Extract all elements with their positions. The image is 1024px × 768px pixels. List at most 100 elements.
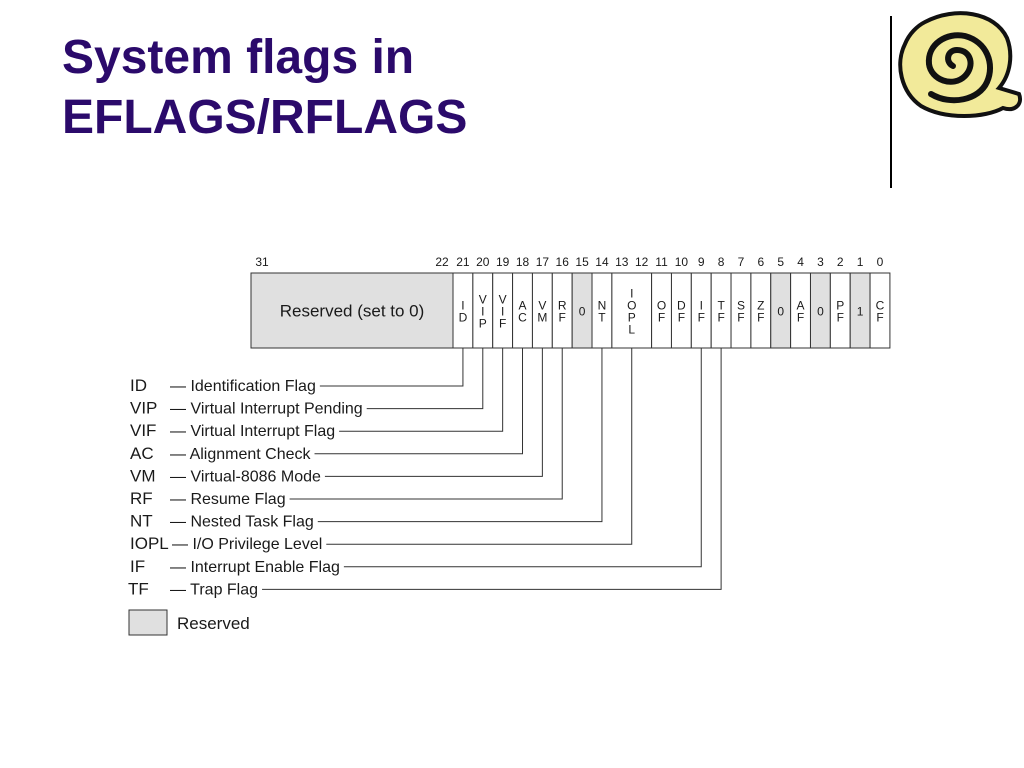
legend-desc-if: — Interrupt Enable Flag [170, 559, 340, 576]
connector-if [343, 348, 702, 568]
bit-number-14: 14 [595, 255, 609, 269]
bit-number-22: 22 [435, 255, 449, 269]
flag-cell-label-bit-21: I [461, 299, 464, 313]
bit-number-10: 10 [675, 255, 689, 269]
bit-number-31: 31 [255, 255, 269, 269]
flag-cell-label-bit-7: S [737, 299, 745, 313]
legend-abbr-vip: VIP [130, 399, 157, 418]
flag-cell-label-bit-2: F [837, 311, 844, 325]
flag-cell-label-bit-19: V [499, 293, 507, 307]
bit-number-8: 8 [718, 255, 725, 269]
slide-title: System flags in EFLAGS/RFLAGS [62, 28, 467, 148]
bit-number-3: 3 [817, 255, 824, 269]
connector-ac [314, 348, 524, 455]
flag-cell-label-bit-13: O [627, 299, 636, 313]
flag-cell-label-bit-10: D [677, 299, 686, 313]
flag-cell-label-bit-11: F [658, 311, 665, 325]
flag-cell-label-bit-6: F [757, 311, 764, 325]
flag-cell-label-bit-8: F [717, 311, 724, 325]
legend-abbr-rf: RF [130, 489, 153, 508]
legend-abbr-vm: VM [130, 466, 156, 485]
flag-cell-label-bit-3: 0 [817, 305, 824, 319]
flag-cell-label-bit-1: 1 [857, 305, 864, 319]
flag-cell-label-bit-16: F [559, 311, 566, 325]
bit-number-17: 17 [536, 255, 550, 269]
flag-cell-label-bit-15: 0 [579, 305, 586, 319]
reserved-swatch [128, 609, 168, 636]
flag-cell-label-bit-8: T [717, 299, 725, 313]
connector-tf [262, 348, 722, 590]
legend-abbr-iopl: IOPL [130, 534, 169, 553]
legend-abbr-tf: TF [128, 579, 149, 598]
flag-cell-label-bit-13: L [628, 323, 635, 337]
bit-number-19: 19 [496, 255, 510, 269]
reserved-key: Reserved [128, 609, 250, 636]
flag-cell-label-bit-9: F [698, 311, 705, 325]
flag-cell-bit-0 [869, 272, 891, 349]
flag-cell-label-bit-20: P [479, 317, 487, 331]
flag-cell-label-bit-17: V [538, 299, 546, 313]
legend-desc-tf: — Trap Flag [170, 581, 258, 598]
bit-number-6: 6 [757, 255, 764, 269]
bit-number-9: 9 [698, 255, 705, 269]
legend-desc-ac: — Alignment Check [170, 446, 312, 463]
flag-cell-label-bit-2: P [836, 299, 844, 313]
flag-cell-label-bit-11: O [657, 299, 666, 313]
connector-vm [324, 348, 543, 477]
flag-cell-label-bit-19: I [501, 305, 504, 319]
flag-cell-label-bit-0: F [876, 311, 883, 325]
bit-number-1: 1 [857, 255, 864, 269]
connector-nt [317, 348, 603, 523]
flag-cell-label-bit-17: M [537, 311, 547, 325]
flag-cell-label-bit-14: T [598, 311, 606, 325]
flag-cell-label-bit-18: A [519, 299, 527, 313]
bit-number-0: 0 [877, 255, 884, 269]
connector-vip [366, 348, 484, 410]
reserved-block-label: Reserved (set to 0) [280, 302, 425, 321]
flag-cell-label-bit-4: A [797, 299, 805, 313]
bit-number-11: 11 [655, 255, 668, 269]
flag-cell-label-bit-19: F [499, 317, 506, 331]
scroll-icon [898, 11, 1022, 118]
connector-id [319, 348, 464, 387]
flag-cell-label-bit-9: I [700, 299, 703, 313]
connector-vif [339, 348, 504, 432]
flag-cell-label-bit-10: F [678, 311, 685, 325]
flag-cell-label-bit-18: C [518, 311, 527, 325]
bit-number-16: 16 [556, 255, 570, 269]
flag-cell-label-bit-4: F [797, 311, 804, 325]
flag-cell-label-bit-6: Z [757, 299, 764, 313]
flag-cell-label-bit-7: F [737, 311, 744, 325]
flag-cell-label-bit-13: I [630, 287, 633, 301]
bit-number-12: 12 [635, 255, 649, 269]
flag-cell-label-bit-0: C [876, 299, 885, 313]
flag-cell-label-bit-20: I [481, 305, 484, 319]
flag-cell-label-bit-13: P [628, 311, 636, 325]
flag-cell-label-bit-21: D [459, 311, 468, 325]
bit-number-20: 20 [476, 255, 490, 269]
title-line-2: EFLAGS/RFLAGS [62, 91, 468, 144]
legend-desc-vif: — Virtual Interrupt Flag [170, 423, 335, 440]
legend-abbr-nt: NT [130, 512, 153, 531]
bit-number-7: 7 [738, 255, 745, 269]
bit-number-2: 2 [837, 255, 844, 269]
connector-rf [289, 348, 563, 500]
legend-desc-iopl: — I/O Privilege Level [172, 536, 322, 553]
legend-abbr-if: IF [130, 557, 145, 576]
legend-desc-nt: — Nested Task Flag [170, 514, 314, 531]
legend-desc-vip: — Virtual Interrupt Pending [170, 401, 363, 418]
bit-number-5: 5 [777, 255, 784, 269]
bit-number-15: 15 [575, 255, 589, 269]
connector-iopl [326, 348, 633, 545]
flag-cell-label-bit-20: V [479, 293, 487, 307]
reserved-key-label: Reserved [177, 614, 250, 633]
flag-cell-label-bit-5: 0 [777, 305, 784, 319]
legend-abbr-ac: AC [130, 444, 154, 463]
bit-number-13: 13 [615, 255, 629, 269]
legend-abbr-id: ID [130, 376, 147, 395]
legend-desc-vm: — Virtual-8086 Mode [170, 468, 321, 485]
